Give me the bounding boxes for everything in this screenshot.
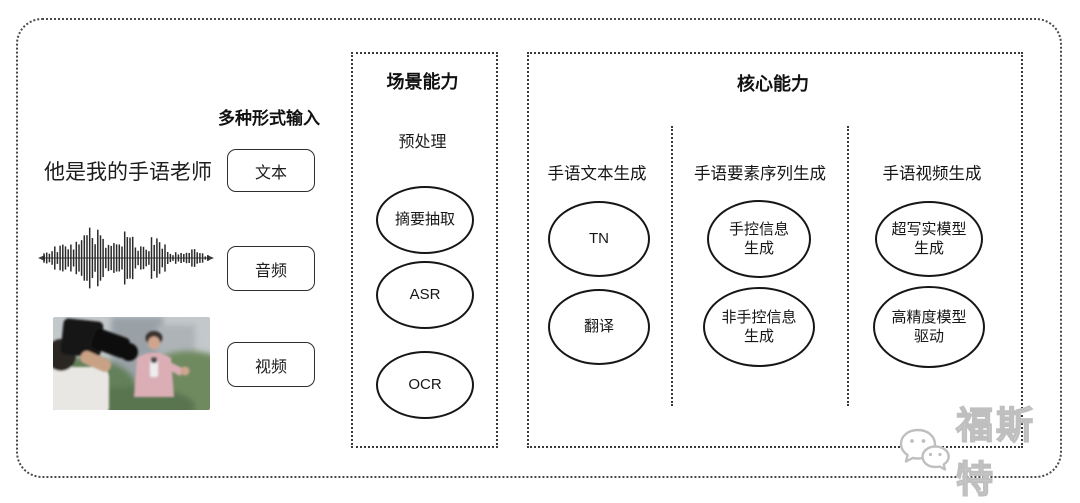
video-thumbnail <box>53 317 210 410</box>
column-divider-2 <box>847 126 849 406</box>
node-hyperrealistic-model-generation: 超写实模型 生成 <box>875 201 983 277</box>
column-header-text-generation: 手语文本生成 <box>547 165 647 183</box>
column-divider-1 <box>671 126 673 406</box>
node-summary-extraction-label: 摘要抽取 <box>394 211 455 229</box>
node-nonmanual-info-generation: 非手控信息 生成 <box>703 287 815 367</box>
node-translation-label: 翻译 <box>583 318 614 336</box>
diagram-frame <box>16 18 1062 478</box>
scene-capability-box <box>351 52 498 448</box>
input-box-text-label: 文本 <box>254 164 287 182</box>
input-box-audio-label: 音频 <box>254 262 287 280</box>
node-tn: TN <box>548 201 650 277</box>
watermark-text: 福斯特 <box>955 404 1036 500</box>
input-section-label: 多种形式输入 <box>218 109 320 128</box>
input-box-video-label: 视频 <box>254 358 287 376</box>
node-ocr: OCR <box>376 351 474 419</box>
input-box-audio: 音频 <box>227 246 315 291</box>
node-ocr-label: OCR <box>408 376 442 394</box>
node-high-precision-model-driving-label: 高精度模型 驱动 <box>891 308 967 346</box>
node-asr: ASR <box>376 261 474 329</box>
core-capability-box <box>527 52 1023 448</box>
input-box-video: 视频 <box>227 342 315 387</box>
node-hyperrealistic-model-generation-label: 超写实模型 生成 <box>891 220 967 258</box>
node-manual-info-generation-label: 手控信息 生成 <box>728 220 789 258</box>
node-high-precision-model-driving: 高精度模型 驱动 <box>873 286 985 368</box>
node-nonmanual-info-generation-label: 非手控信息 生成 <box>721 308 797 346</box>
input-box-text: 文本 <box>227 149 315 192</box>
preprocess-label: 预处理 <box>398 134 447 151</box>
column-header-element-sequence: 手语要素序列生成 <box>694 165 826 183</box>
wechat-icon <box>896 423 952 475</box>
node-summary-extraction: 摘要抽取 <box>376 186 474 254</box>
core-capability-title: 核心能力 <box>737 74 809 94</box>
node-asr-label: ASR <box>409 286 441 304</box>
watermark: 福斯特 <box>896 404 1066 501</box>
audio-waveform <box>38 220 214 298</box>
node-tn-label: TN <box>589 230 609 248</box>
node-translation: 翻译 <box>548 289 650 365</box>
node-manual-info-generation: 手控信息 生成 <box>707 200 811 278</box>
column-header-video-generation: 手语视频生成 <box>882 165 982 183</box>
scene-capability-title: 场景能力 <box>386 72 459 92</box>
sample-sentence: 他是我的手语老师 <box>44 161 212 184</box>
